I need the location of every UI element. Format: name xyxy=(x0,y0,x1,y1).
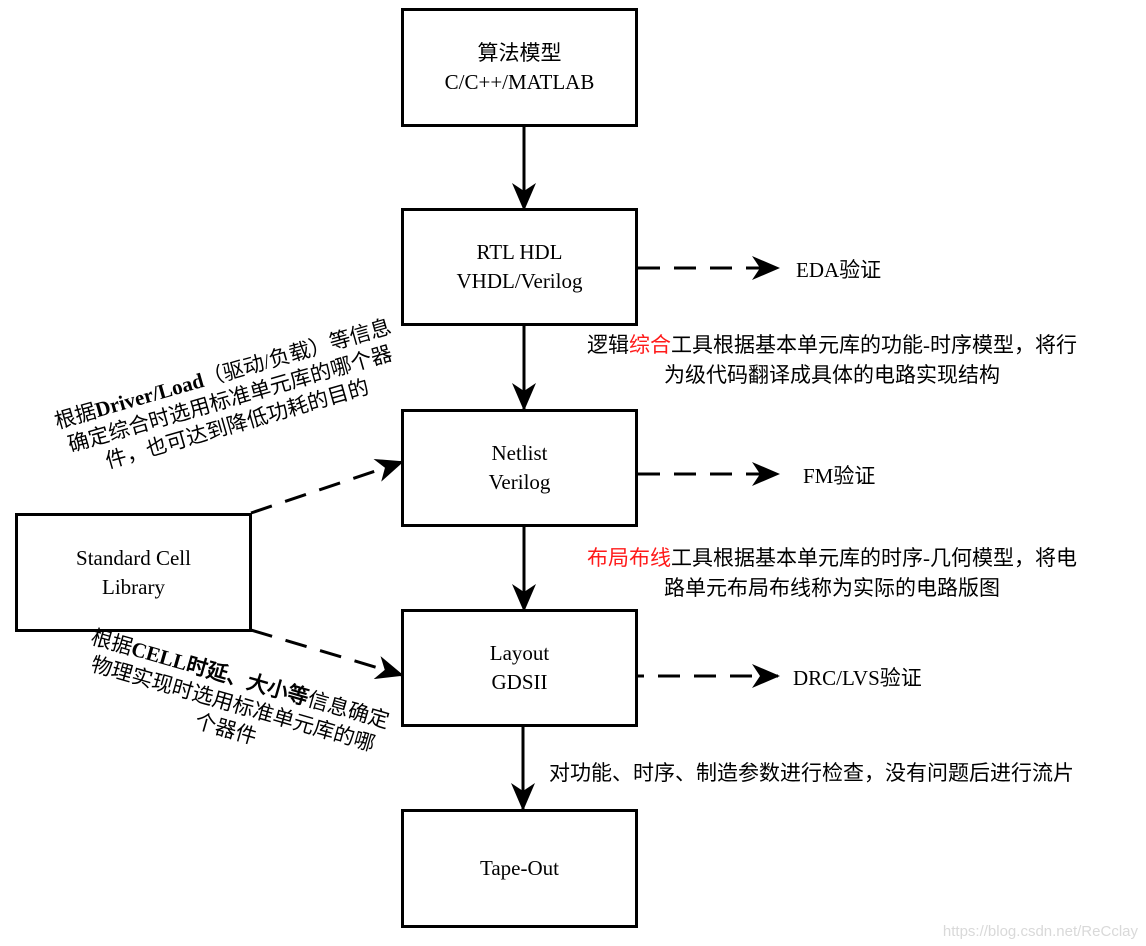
box-netlist-title: Netlist xyxy=(491,441,548,465)
note-synthesis-pre: 逻辑 xyxy=(587,333,629,357)
note-synthesis-highlight: 综合 xyxy=(629,333,671,357)
note-synthesis-line2: 为级代码翻译成具体的电路实现结构 xyxy=(664,363,1000,387)
watermark: https://blog.csdn.net/ReCclay xyxy=(942,923,1138,940)
box-tapeout-title: Tape-Out xyxy=(480,856,559,880)
box-standard-cell-library: Standard Cell Library xyxy=(15,513,252,632)
box-rtl-subtitle: VHDL/Verilog xyxy=(456,269,583,293)
note-place-route-highlight: 布局布线 xyxy=(587,546,671,570)
label-drc-lvs-verification: DRC/LVS验证 xyxy=(793,666,922,690)
box-tape-out: Tape-Out xyxy=(401,809,638,928)
box-algorithm-title: 算法模型 xyxy=(477,40,562,65)
box-rtl-hdl: RTL HDL VHDL/Verilog xyxy=(401,208,638,326)
dashed-arrow-library-to-netlist xyxy=(250,458,404,515)
note-place-route-post: 工具根据基本单元库的时序-几何模型，将电 xyxy=(671,546,1077,570)
note-synthesis-line1: 逻辑综合工具根据基本单元库的功能-时序模型，将行 xyxy=(551,330,1113,360)
box-netlist-subtitle: Verilog xyxy=(488,470,551,494)
note-synthesis: 逻辑综合工具根据基本单元库的功能-时序模型，将行 为级代码翻译成具体的电路实现结… xyxy=(551,330,1113,390)
box-algorithm-subtitle: C/C++/MATLAB xyxy=(444,69,595,94)
note-place-route-line1: 布局布线工具根据基本单元库的时序-几何模型，将电 xyxy=(551,543,1113,573)
label-eda-verification: EDA验证 xyxy=(796,258,882,282)
box-stdcell-subtitle: Library xyxy=(102,574,165,599)
note-tapeout-check: 对功能、时序、制造参数进行检查，没有问题后进行流片 xyxy=(549,761,1074,785)
box-layout-subtitle: GDSII xyxy=(491,670,548,694)
dashed-arrow-library-to-layout xyxy=(250,628,404,680)
box-layout-title: Layout xyxy=(489,641,550,665)
box-stdcell-title: Standard Cell xyxy=(76,545,191,570)
note-synthesis-post: 工具根据基本单元库的功能-时序模型，将行 xyxy=(671,333,1077,357)
box-layout: Layout GDSII xyxy=(401,609,638,727)
box-algorithm-model: 算法模型 C/C++/MATLAB xyxy=(401,8,638,127)
note-place-route: 布局布线工具根据基本单元库的时序-几何模型，将电 路单元布局布线称为实际的电路版… xyxy=(551,543,1113,603)
box-rtl-title: RTL HDL xyxy=(476,240,563,264)
note-place-route-line2: 路单元布局布线称为实际的电路版图 xyxy=(664,576,1000,600)
label-fm-verification: FM验证 xyxy=(803,464,876,488)
box-netlist: Netlist Verilog xyxy=(401,409,638,527)
